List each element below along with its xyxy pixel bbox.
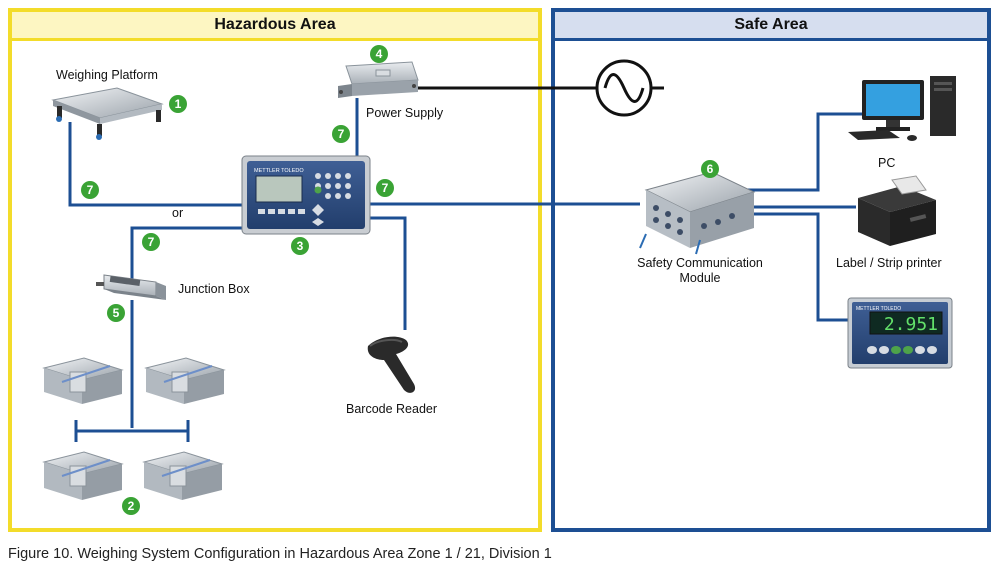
- load-cell-bottom-right: [142, 451, 224, 500]
- junction-box-label: Junction Box: [178, 282, 250, 296]
- svg-text:METTLER TOLEDO: METTLER TOLEDO: [856, 306, 901, 312]
- power-supply-icon: [338, 61, 419, 98]
- svg-text:3: 3: [297, 239, 304, 253]
- badge-7-platform: 7: [81, 181, 99, 199]
- svg-text:6: 6: [707, 162, 714, 176]
- figure-caption: Figure 10. Weighing System Configuration…: [8, 546, 552, 562]
- platform-to-terminal-line: [68, 122, 244, 207]
- load-cell-bottom-left: [42, 451, 124, 500]
- svg-text:7: 7: [87, 183, 94, 197]
- junctionbox-to-terminal-line: [130, 226, 244, 284]
- junction-box-icon: [96, 274, 166, 300]
- hazardous-area-zone: Hazardous Area: [8, 8, 542, 532]
- module-to-pc-line: [742, 112, 862, 192]
- badge-4: 4: [370, 45, 388, 63]
- printer-label: Label / Strip printer: [836, 256, 942, 270]
- pc-label: PC: [878, 156, 896, 170]
- svg-text:7: 7: [382, 181, 389, 195]
- safety-module-icon: [639, 171, 756, 255]
- load-cells-icon: [42, 357, 226, 500]
- svg-text:2: 2: [128, 499, 135, 513]
- badge-5: 5: [107, 304, 125, 322]
- svg-text:1: 1: [175, 97, 182, 111]
- badge-7-power: 7: [332, 125, 350, 143]
- hazardous-area-title: Hazardous Area: [12, 12, 538, 41]
- weight-display-icon: METTLER TOLEDO 2.951: [847, 297, 953, 369]
- badge-7-junction: 7: [142, 233, 160, 251]
- svg-text:7: 7: [338, 127, 345, 141]
- load-cell-top-left: [42, 357, 124, 404]
- safe-area-zone: Safe Area: [551, 8, 991, 532]
- svg-text:4: 4: [376, 47, 383, 61]
- safe-area-title: Safe Area: [555, 12, 987, 41]
- weighing-platform-label: Weighing Platform: [56, 68, 158, 82]
- barcode-reader-icon: [367, 336, 416, 393]
- badge-2: 2: [122, 497, 140, 515]
- printer-icon: [858, 175, 936, 246]
- terminal-to-barcode-line: [368, 216, 407, 330]
- safety-module-label: Safety Communication Module: [637, 256, 763, 285]
- or-label: or: [172, 206, 184, 220]
- terminal-icon: METTLER TOLEDO: [241, 155, 371, 235]
- badge-7-module: 7: [376, 179, 394, 197]
- module-to-display-line: [742, 212, 850, 322]
- barcode-reader-label: Barcode Reader: [346, 402, 438, 416]
- svg-text:5: 5: [113, 306, 120, 320]
- power-supply-label: Power Supply: [366, 106, 444, 120]
- load-cell-top-right: [144, 357, 226, 404]
- ac-source-icon: [595, 59, 653, 117]
- svg-text:7: 7: [148, 235, 155, 249]
- badge-3: 3: [291, 237, 309, 255]
- badge-1: 1: [169, 95, 187, 113]
- connection-lines: [68, 98, 862, 442]
- svg-text:METTLER TOLEDO: METTLER TOLEDO: [254, 168, 304, 174]
- badge-6: 6: [701, 160, 719, 178]
- pc-icon: [848, 76, 956, 141]
- badges: 1 2 3 4 5 6 7 7 7 7: [81, 45, 719, 515]
- weighing-platform-icon: [51, 87, 164, 140]
- display-reading: 2.951: [884, 314, 938, 335]
